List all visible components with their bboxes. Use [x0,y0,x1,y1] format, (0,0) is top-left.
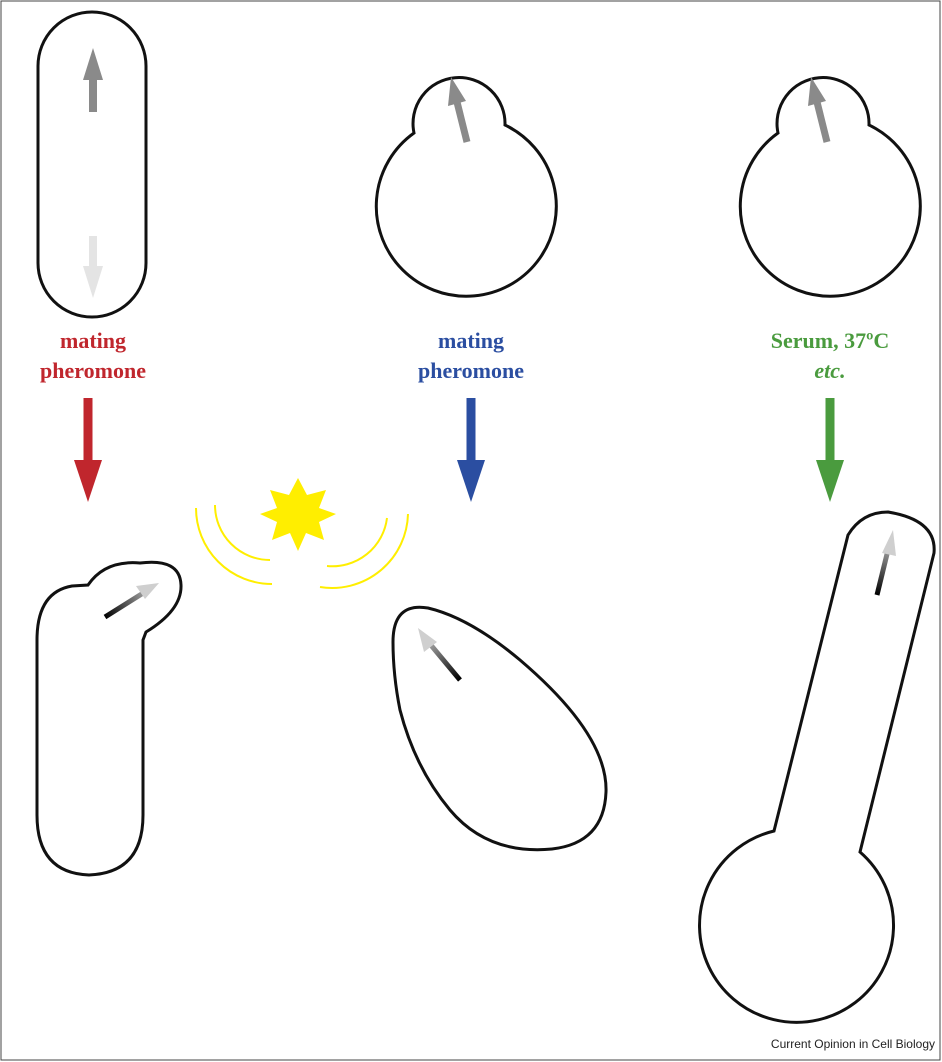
green-down-arrow-icon [816,398,844,502]
figure-credit: Current Opinion in Cell Biology [771,1037,935,1051]
col2-label-line1: mating [438,328,504,353]
pheromone-signal-star-icon [260,478,336,551]
col2-label-line2: pheromone [418,358,524,383]
shmoo-cell-col1 [37,562,181,875]
signal-waves-left-icon [196,505,272,584]
col1-label-line2: pheromone [40,358,146,383]
blue-down-arrow-icon [457,398,485,502]
budding-cell-top-col3 [740,78,920,297]
col1-label-line1: mating [60,328,126,353]
red-down-arrow-icon [74,398,102,502]
hyphal-cell-col3 [700,512,935,1022]
col3-label-line2: etc. [814,358,845,383]
col3-label-line1: Serum, 37ºC [771,328,889,353]
budding-cell-top [376,78,556,297]
signal-waves-right-icon [320,514,408,588]
